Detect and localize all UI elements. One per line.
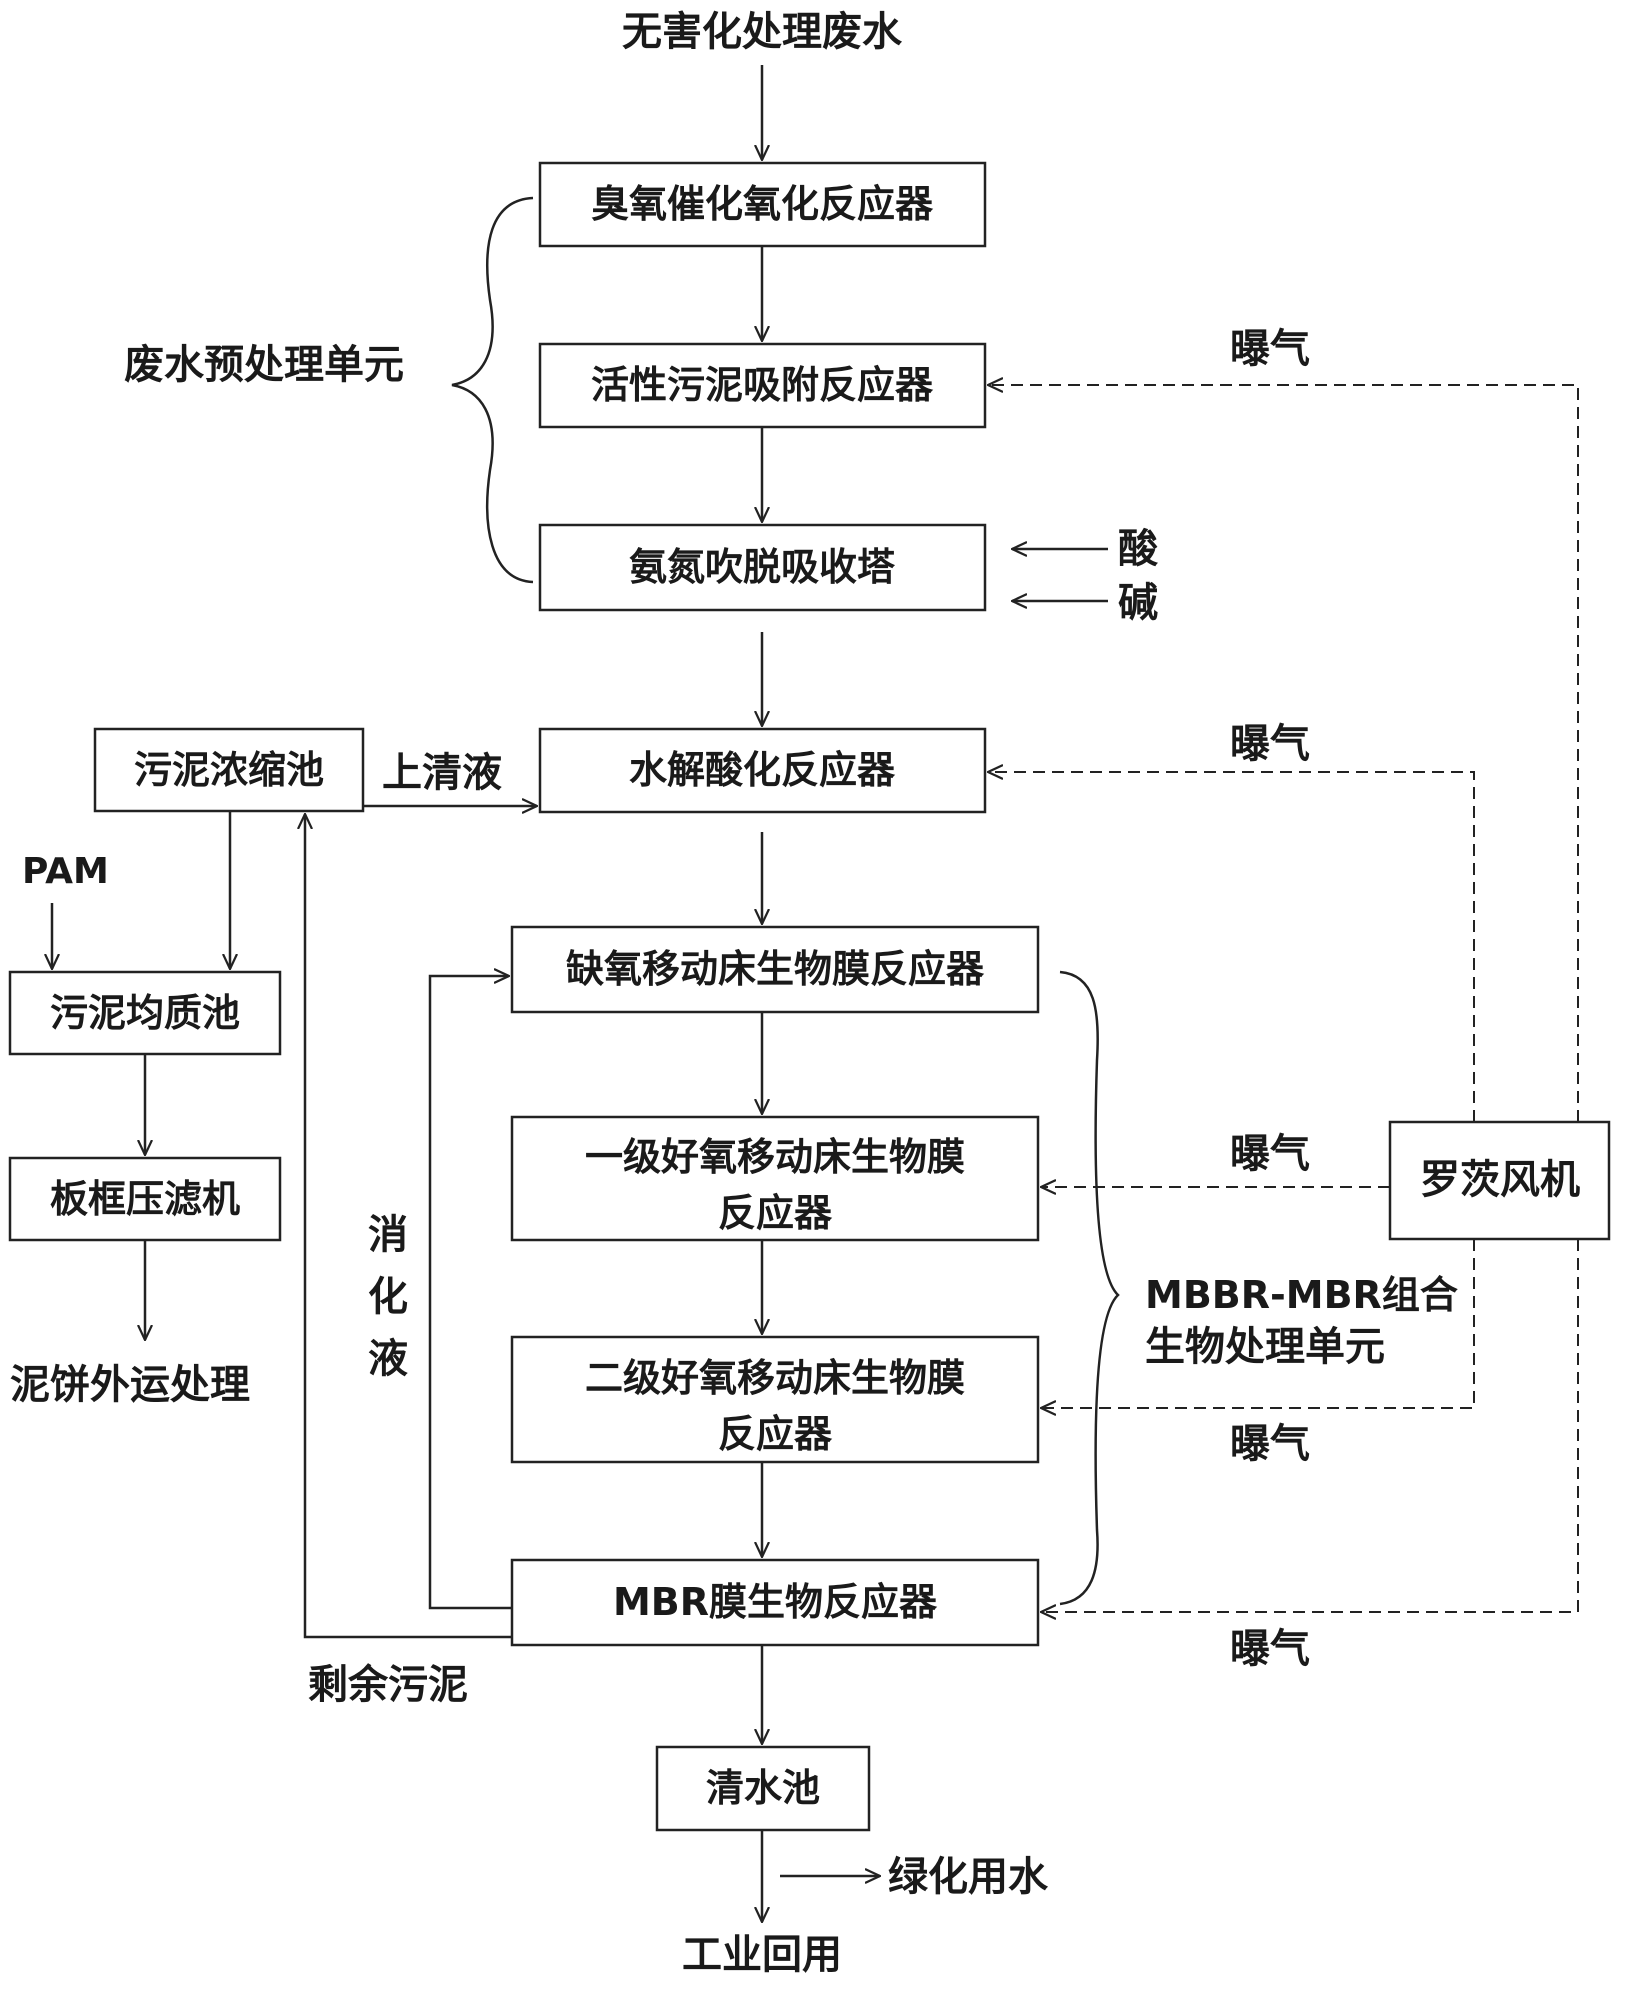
filter-press: 板框压滤机 xyxy=(8,1156,282,1242)
ozone-reactor: 臭氧催化氧化反应器 xyxy=(538,161,987,248)
supernatant-label: 上清液 xyxy=(382,750,502,796)
sludge-homogenizer: 污泥均质池 xyxy=(8,970,282,1056)
mbbr-unit-label-line2: 生物处理单元 xyxy=(1145,1324,1385,1370)
sludge-thickener: 污泥浓缩池 xyxy=(93,727,365,813)
chemical-dosing: 酸 碱 xyxy=(1012,526,1159,626)
pam-label: PAM xyxy=(22,851,109,892)
roots-blower: 罗茨风机 xyxy=(1388,1120,1611,1241)
aeration-line-mbr xyxy=(1041,1239,1579,1612)
activated-sludge-reactor-label: 活性污泥吸附反应器 xyxy=(591,363,934,407)
roots-blower-label: 罗茨风机 xyxy=(1420,1157,1580,1203)
aerobic-mbbr-2-label-line1: 二级好氧移动床生物膜 xyxy=(585,1356,965,1400)
industrial-reuse-label: 工业回用 xyxy=(682,1932,842,1978)
aeration-label-5: 曝气 xyxy=(1230,1626,1310,1672)
ozone-reactor-label: 臭氧催化氧化反应器 xyxy=(591,182,934,226)
anoxic-mbbr-label: 缺氧移动床生物膜反应器 xyxy=(566,947,985,991)
mbbr-unit-brace xyxy=(1059,970,1120,1606)
excess-sludge-arrow xyxy=(305,814,512,1639)
mbr-reactor: MBR膜生物反应器 xyxy=(510,1558,1040,1647)
aeration-line-aerobic2 xyxy=(1041,1239,1475,1408)
clear-water-pool: 清水池 xyxy=(655,1745,871,1832)
ammonia-stripping-tower: 氨氮吹脱吸收塔 xyxy=(538,523,987,612)
nitrification-char-1: 消 xyxy=(368,1212,408,1258)
diagram-title: 无害化处理废水 xyxy=(622,9,903,55)
mbbr-unit-label-line1: MBBR-MBR组合 xyxy=(1145,1273,1458,1317)
main-flow-arrows xyxy=(762,65,880,1922)
nitrification-char-3: 液 xyxy=(368,1336,408,1382)
base-label: 碱 xyxy=(1118,580,1158,626)
clear-water-pool-label: 清水池 xyxy=(706,1766,820,1810)
pretreatment-unit-label: 废水预处理单元 xyxy=(124,342,404,388)
excess-sludge-label: 剩余污泥 xyxy=(308,1662,468,1708)
mbr-reactor-label: MBR膜生物反应器 xyxy=(613,1580,938,1624)
nitrification-char-2: 化 xyxy=(368,1274,408,1320)
aerobic-mbbr-1-label-line1: 一级好氧移动床生物膜 xyxy=(585,1135,965,1179)
aeration-line-hydrolysis xyxy=(988,772,1475,1122)
sludge-thickener-label: 污泥浓缩池 xyxy=(134,748,324,792)
cake-disposal-label: 泥饼外运处理 xyxy=(10,1362,250,1408)
sludge-line xyxy=(52,806,537,1639)
sludge-homogenizer-label: 污泥均质池 xyxy=(50,991,240,1035)
pretreatment-brace xyxy=(451,196,534,584)
aeration-label-1: 曝气 xyxy=(1230,326,1310,372)
hydrolysis-reactor-label: 水解酸化反应器 xyxy=(629,748,896,792)
nitrification-recycle-arrow xyxy=(428,976,512,1610)
aerobic-mbbr-1: 一级好氧移动床生物膜 反应器 xyxy=(510,1115,1040,1242)
aerobic-mbbr-2-label-line2: 反应器 xyxy=(718,1412,833,1456)
aeration-label-4: 曝气 xyxy=(1230,1421,1310,1467)
aeration-label-3: 曝气 xyxy=(1230,1131,1310,1177)
aeration-line-activated-sludge xyxy=(988,385,1579,1122)
filter-press-label: 板框压滤机 xyxy=(50,1177,240,1221)
greening-water-label: 绿化用水 xyxy=(888,1854,1049,1900)
acid-label: 酸 xyxy=(1118,526,1159,572)
ammonia-stripping-tower-label: 氨氮吹脱吸收塔 xyxy=(629,545,896,589)
hydrolysis-reactor: 水解酸化反应器 xyxy=(538,727,987,814)
aerobic-mbbr-1-label-line2: 反应器 xyxy=(718,1191,833,1235)
aerobic-mbbr-2: 二级好氧移动床生物膜 反应器 xyxy=(510,1335,1040,1464)
anoxic-mbbr-reactor: 缺氧移动床生物膜反应器 xyxy=(510,925,1040,1014)
activated-sludge-reactor: 活性污泥吸附反应器 xyxy=(538,342,987,429)
aeration-label-2: 曝气 xyxy=(1230,721,1310,767)
aeration-lines xyxy=(988,385,1579,1612)
nitrification-liquid-label: 消 化 液 xyxy=(368,1212,408,1382)
